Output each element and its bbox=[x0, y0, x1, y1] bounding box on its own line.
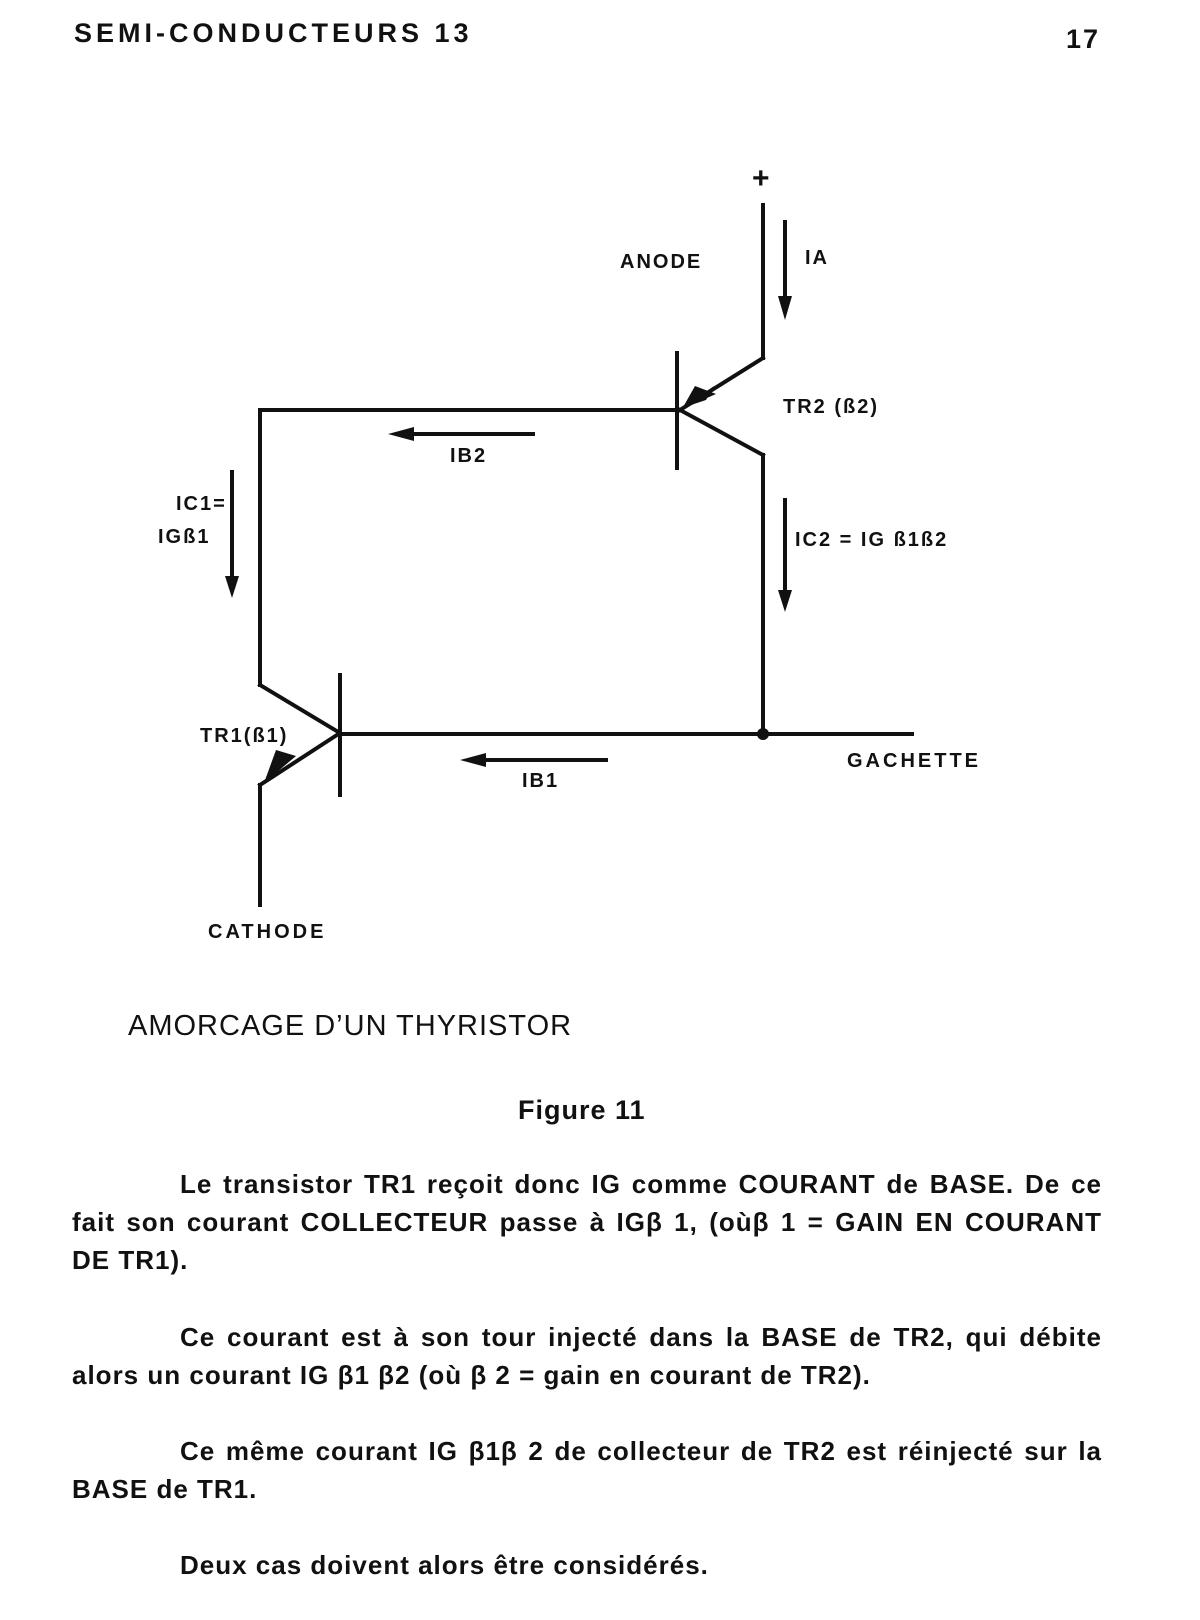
figure-caption: AMORCAGE D’UN THYRISTOR bbox=[128, 1010, 573, 1042]
ib1-arrow-head bbox=[460, 753, 486, 767]
paragraph-4: Deux cas doivent alors être considérés. bbox=[180, 1550, 709, 1580]
gate-junction-dot bbox=[757, 728, 769, 740]
running-title: SEMI-CONDUCTEURS 13 bbox=[74, 18, 473, 48]
ib1-label: IB1 bbox=[522, 770, 559, 792]
cathode-label: CATHODE bbox=[208, 921, 326, 943]
paragraph-2: Ce courant est à son tour injecté dans l… bbox=[72, 1322, 1102, 1390]
tr2-collector bbox=[677, 407, 766, 458]
figure-number: Figure 11 bbox=[518, 1095, 646, 1125]
tr2-label: TR2 (ß2) bbox=[783, 396, 879, 418]
ib2-arrow-head bbox=[388, 427, 414, 441]
ia-arrow-head bbox=[778, 296, 792, 320]
ib2-label: IB2 bbox=[450, 445, 487, 467]
tr1-collector bbox=[257, 682, 343, 736]
ic2-label: IC2 = IG ß1ß2 bbox=[795, 529, 948, 551]
tr1-label: TR1(ß1) bbox=[200, 725, 288, 747]
ic2-arrow-head bbox=[778, 590, 792, 612]
ic1-label-line2: IGß1 bbox=[158, 526, 210, 548]
tr1-emitter bbox=[257, 730, 343, 788]
gachette-label: GACHETTE bbox=[847, 750, 981, 772]
thyristor-circuit-diagram: + ANODE IA TR2 (ß2) IB2 IC1= IGß1 IC2 = … bbox=[158, 162, 981, 943]
ic1-arrow-head bbox=[225, 576, 239, 598]
plus-sign: + bbox=[752, 162, 770, 195]
tr2-emitter-arrowhead-fill bbox=[682, 386, 716, 409]
ia-label: IA bbox=[805, 247, 829, 269]
page-number: 17 bbox=[1065, 24, 1100, 54]
tr1-emitter-arrowhead bbox=[264, 750, 296, 783]
paragraph-1: Le transistor TR1 reçoit donc IG comme C… bbox=[72, 1169, 1102, 1275]
paragraph-3: Ce même courant IG β1β 2 de collecteur d… bbox=[72, 1436, 1102, 1504]
ic1-label-line1: IC1= bbox=[176, 493, 227, 515]
anode-label: ANODE bbox=[620, 251, 702, 273]
